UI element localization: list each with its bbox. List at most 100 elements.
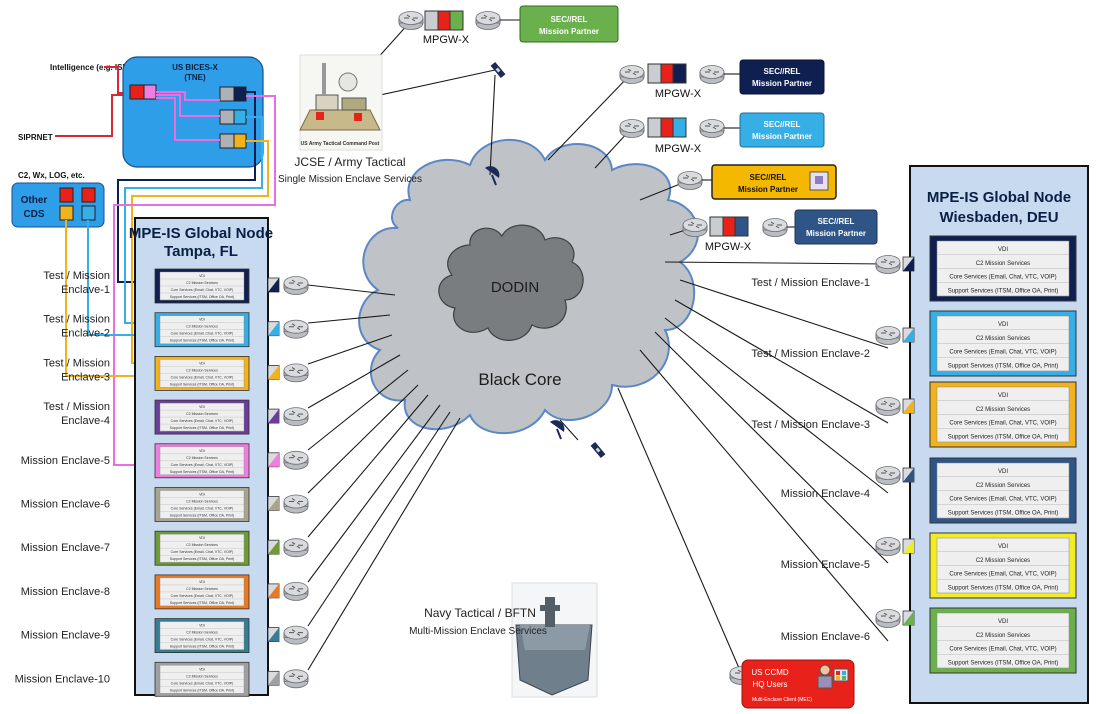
- card-line: VDI: [199, 536, 205, 540]
- card-line: C2 Mission Services: [186, 456, 218, 460]
- bices-title: US BICES-X: [172, 63, 218, 72]
- card-line: Core Services (Email, Chat, VTC, VOIP): [949, 647, 1056, 653]
- card-line: Core Services (Email, Chat, VTC, VOIP): [949, 275, 1056, 281]
- bices-x-box: US BICES-X (TNE): [122, 56, 264, 168]
- mpgw-label-5: MPGW-X: [705, 241, 752, 253]
- tampa-links: [307, 284, 461, 671]
- partner-1-line1: SEC//REL: [551, 15, 588, 24]
- partner-1-line2: Mission Partner: [539, 27, 599, 36]
- wiesbaden-global-node: MPE-IS Global Node Wiesbaden, DEU VDIC2 …: [875, 165, 1089, 704]
- wiesbaden-title-line1: MPE-IS Global Node: [927, 189, 1071, 206]
- router-icon: [875, 255, 901, 274]
- card-line: C2 Mission Services: [186, 368, 218, 372]
- card-line: Core Services (Email, Chat, VTC, VOIP): [171, 463, 234, 467]
- router-icon: [283, 450, 309, 470]
- card-line: Support Services (ITSM, Office OA, Print…: [170, 601, 235, 605]
- other-links: [339, 21, 743, 676]
- card-line: Core Services (Email, Chat, VTC, VOIP): [949, 350, 1056, 356]
- card-line: C2 Mission Services: [186, 631, 218, 635]
- mpgw-5: MPGW-X: [682, 216, 795, 253]
- router-icon: [283, 319, 309, 339]
- partner-3-line1: SEC//REL: [764, 120, 801, 129]
- enclave-label-line1: Test / Mission: [43, 401, 110, 413]
- card-line: Support Services (ITSM, Office OA, Print…: [170, 557, 235, 561]
- card-line: VDI: [199, 624, 205, 628]
- tampa-enclave-label: Mission Enclave-8: [21, 586, 110, 598]
- user-pc-icon: [809, 171, 829, 191]
- router-icon: [875, 326, 901, 345]
- card-line: Support Services (ITSM, Office OA, Print…: [948, 585, 1059, 591]
- router-icon: [875, 609, 901, 628]
- partner-5-line2: Mission Partner: [806, 229, 866, 238]
- card-line: C2 Mission Services: [976, 633, 1030, 639]
- mpgw-3: MPGW-X: [619, 117, 740, 155]
- card-line: Core Services (Email, Chat, VTC, VOIP): [171, 419, 234, 423]
- router-icon: [283, 669, 309, 689]
- card-line: Support Services (ITSM, Office OA, Print…: [948, 288, 1059, 294]
- tampa-global-node: MPE-IS Global Node Tampa, FL VDI C2 Missi…: [129, 217, 309, 697]
- other-cds-box: Other CDS: [11, 182, 105, 228]
- card-line: VDI: [199, 580, 205, 584]
- tampa-enclave-gateway: [267, 539, 280, 555]
- card-line: Core Services (Email, Chat, VTC, VOIP): [171, 507, 234, 511]
- satellite-dish-icon: [485, 166, 500, 186]
- card-line: C2 Mission Services: [976, 336, 1030, 342]
- tampa-enclave-gateway: [267, 627, 280, 642]
- card-line: Core Services (Email, Chat, VTC, VOIP): [949, 497, 1056, 503]
- bices-gateway-2: [219, 109, 247, 125]
- wiesbaden-enclave-gateway: [902, 610, 915, 626]
- card-line: Support Services (ITSM, Office OA, Print…: [170, 295, 235, 299]
- enclave-label-line1: Mission Enclave-10: [15, 673, 110, 685]
- enclave-label-line2: Enclave-2: [61, 328, 110, 340]
- tampa-enclave-gateway: [267, 496, 280, 511]
- router-icon: [283, 625, 309, 645]
- mission-partner-4: SEC//REL Mission Partner: [711, 164, 837, 200]
- wiesbaden-enclave-label: Test / Mission Enclave-3: [751, 419, 870, 431]
- enclave-label-line1: Mission Enclave-6: [21, 499, 110, 511]
- card-line: VDI: [199, 667, 205, 671]
- jcse-inner-caption: US Army Tactical Command Post: [301, 141, 380, 147]
- card-line: Core Services (Email, Chat, VTC, VOIP): [949, 421, 1056, 427]
- card-line: C2 Mission Services: [976, 407, 1030, 413]
- card-line: VDI: [199, 493, 205, 497]
- card-line: Core Services (Email, Chat, VTC, VOIP): [949, 572, 1056, 578]
- bices-gateway-3: [219, 133, 247, 149]
- router-icon: [875, 397, 901, 416]
- card-line: VDI: [998, 469, 1008, 475]
- partner-4-line2: Mission Partner: [738, 185, 798, 194]
- tampa-enclave-gateway: [267, 408, 280, 424]
- wiesbaden-enclave-label: Test / Mission Enclave-1: [751, 277, 870, 289]
- jcse-army-tactical: US Army Tactical Command Post JCSE / Arm…: [278, 54, 422, 185]
- user-workstation-icon: [817, 664, 849, 689]
- tampa-enclave-gateway: [267, 452, 280, 468]
- router-4: [677, 171, 712, 190]
- tampa-title-line2: Tampa, FL: [164, 243, 238, 260]
- enclave-label-line1: Mission Enclave-9: [21, 630, 110, 642]
- card-line: C2 Mission Services: [976, 558, 1030, 564]
- tampa-enclave-label: Mission Enclave-7: [21, 542, 110, 554]
- ccmd-line2: HQ Users: [752, 680, 787, 689]
- partner-3-line2: Mission Partner: [752, 132, 812, 141]
- card-line: VDI: [998, 393, 1008, 399]
- wiesbaden-enclave-gateway: [902, 256, 915, 272]
- tampa-enclave-label: Mission Enclave-5: [21, 455, 110, 467]
- card-line: C2 Mission Services: [976, 261, 1030, 267]
- tampa-enclave-label: Mission Enclave-9: [21, 630, 110, 642]
- tampa-title-line1: MPE-IS Global Node: [129, 225, 273, 242]
- card-line: VDI: [998, 619, 1008, 625]
- card-line: Core Services (Email, Chat, VTC, VOIP): [171, 681, 234, 685]
- navy-line2: Multi-Mission Enclave Services: [409, 626, 547, 637]
- card-line: C2 Mission Services: [976, 483, 1030, 489]
- card-line: Support Services (ITSM, Office OA, Print…: [170, 645, 235, 649]
- enclave-label-line2: Enclave-3: [61, 371, 110, 383]
- card-line: VDI: [199, 449, 205, 453]
- bices-cds-device: [129, 84, 157, 100]
- bices-gateway-1: [219, 86, 247, 102]
- card-line: Support Services (ITSM, Office OA, Print…: [170, 426, 235, 430]
- card-line: C2 Mission Services: [186, 674, 218, 678]
